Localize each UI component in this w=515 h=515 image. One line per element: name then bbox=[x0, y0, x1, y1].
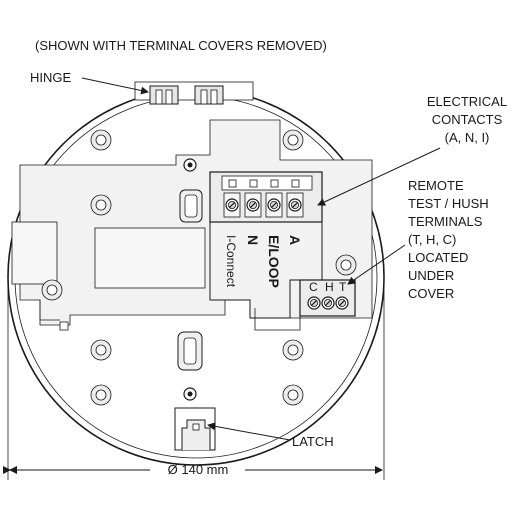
mounting-hole bbox=[282, 129, 304, 151]
terminal-screw bbox=[321, 296, 335, 310]
terminal-a-label: A bbox=[287, 235, 303, 245]
terminal-screw bbox=[225, 198, 239, 212]
main-terminal-screws bbox=[223, 192, 304, 218]
terminal-screw bbox=[335, 296, 349, 310]
hinge-label: HINGE bbox=[30, 70, 72, 85]
terminal-screw bbox=[267, 198, 281, 212]
terminal-screw bbox=[307, 296, 321, 310]
remote-label-line7: COVER bbox=[408, 286, 454, 301]
contacts-label-line2: CONTACTS bbox=[432, 112, 503, 127]
diameter-dimension bbox=[3, 280, 385, 480]
terminal-n-label: N bbox=[245, 235, 261, 245]
terminal-c-label: C bbox=[309, 280, 318, 294]
remote-label-line6: UNDER bbox=[408, 268, 454, 283]
terminal-eloop-label: E/LOOP bbox=[266, 235, 282, 288]
board-component-center bbox=[94, 227, 206, 289]
mounting-hole bbox=[41, 279, 63, 301]
diameter-label: Ø 140 mm bbox=[168, 462, 229, 477]
terminal-iconnect-label: I-Connect bbox=[224, 235, 238, 288]
remote-leader bbox=[347, 244, 406, 285]
mounting-hole bbox=[335, 254, 357, 276]
mounting-hole bbox=[90, 129, 112, 151]
hinge bbox=[134, 81, 254, 105]
mounting-hole bbox=[282, 384, 304, 406]
lower-lens-inner bbox=[183, 337, 197, 365]
terminal-screw bbox=[288, 198, 302, 212]
remote-terminal-screws bbox=[307, 296, 349, 310]
contacts-label-line3: (A, N, I) bbox=[445, 130, 490, 145]
board-trace-left bbox=[39, 300, 60, 321]
remote-label-line4: (T, H, C) bbox=[408, 232, 456, 247]
caption: (SHOWN WITH TERMINAL COVERS REMOVED) bbox=[35, 38, 327, 53]
contacts-leader bbox=[317, 147, 441, 206]
latch-label: LATCH bbox=[292, 434, 334, 449]
terminal-h-label: H bbox=[325, 280, 334, 294]
mounting-hole bbox=[90, 384, 112, 406]
upper-led-center bbox=[187, 162, 193, 168]
remote-label-line3: TERMINALS bbox=[408, 214, 483, 229]
upper-lens-inner bbox=[184, 194, 198, 218]
mounting-hole bbox=[282, 339, 304, 361]
terminal-t-label: T bbox=[339, 280, 347, 294]
remote-label-line2: TEST / HUSH bbox=[408, 196, 489, 211]
hinge-leader bbox=[81, 77, 149, 95]
mounting-hole bbox=[90, 194, 112, 216]
mounting-holes bbox=[41, 129, 357, 406]
contacts-label-line1: ELECTRICAL bbox=[427, 94, 507, 109]
board-component-left bbox=[11, 221, 58, 285]
remote-label-line1: REMOTE bbox=[408, 178, 464, 193]
mounting-hole bbox=[90, 339, 112, 361]
remote-label-line5: LOCATED bbox=[408, 250, 468, 265]
board-pad-small bbox=[59, 321, 69, 331]
latch-leader bbox=[207, 422, 291, 441]
terminal-screw bbox=[246, 198, 260, 212]
